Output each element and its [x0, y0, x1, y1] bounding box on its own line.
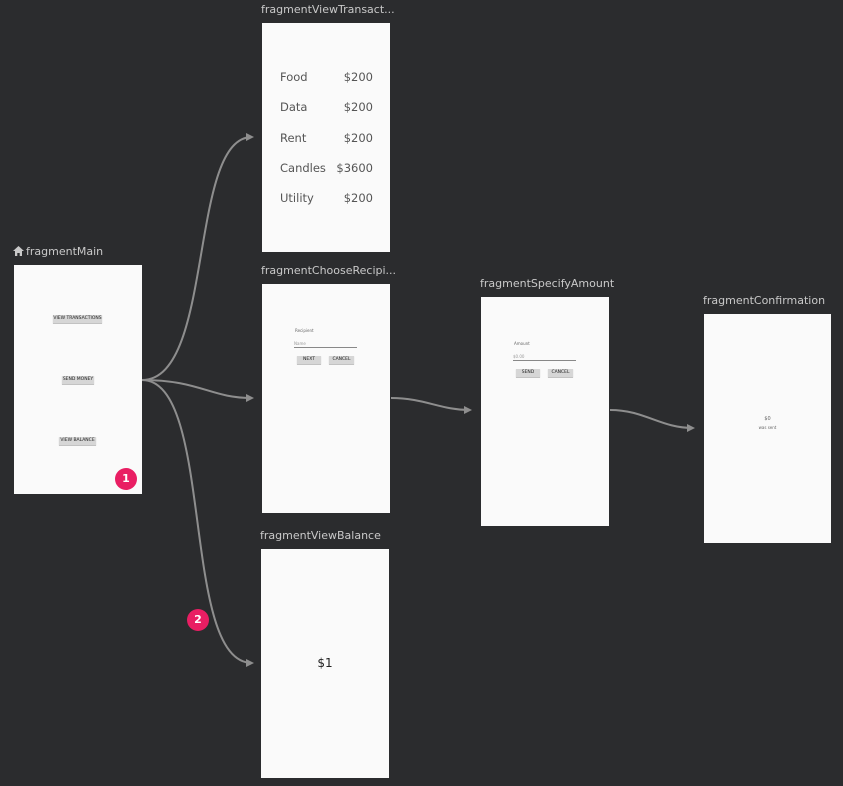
destination-title-confirmation: fragmentConfirmation: [703, 294, 826, 307]
view-transactions-button[interactable]: VIEW TRANSACTIONS: [53, 315, 102, 323]
transaction-row: Food $200: [280, 70, 373, 84]
transaction-label: Data: [280, 100, 308, 114]
transaction-amount: $200: [343, 131, 373, 145]
action-arrow-to-view-balance[interactable]: [141, 379, 254, 667]
transaction-label: Rent: [280, 131, 307, 145]
cancel-button[interactable]: CANCEL: [329, 356, 354, 364]
confirmation-message: was sent: [758, 425, 777, 430]
transaction-label: Candles: [280, 161, 326, 175]
send-button[interactable]: SEND: [516, 369, 540, 377]
destination-title-main: fragmentMain: [13, 245, 103, 258]
amount-input[interactable]: $0.00: [513, 354, 525, 359]
annotation-badge-2: 2: [187, 609, 209, 631]
transaction-label: Utility: [280, 191, 314, 205]
amount-input-underline: [513, 360, 576, 361]
destination-main[interactable]: VIEW TRANSACTIONS SEND MONEY VIEW BALANC…: [14, 265, 142, 494]
transaction-row: Rent $200: [280, 131, 373, 145]
action-arrow-to-specify-amount[interactable]: [390, 397, 472, 414]
recipient-name-input[interactable]: Name: [294, 341, 306, 346]
action-arrow-to-view-transactions[interactable]: [141, 133, 254, 381]
transaction-amount: $200: [343, 70, 373, 84]
annotation-badge-1: 1: [115, 468, 137, 490]
transaction-amount: $200: [343, 100, 373, 114]
amount-label: Amount: [514, 341, 530, 346]
destination-title-main-label: fragmentMain: [26, 245, 104, 258]
destination-title-view-transactions: fragmentViewTransact...: [261, 3, 395, 16]
transaction-row: Utility $200: [280, 191, 373, 205]
action-arrow-to-choose-recipient[interactable]: [141, 379, 254, 402]
destination-view-transactions[interactable]: Food $200 Data $200 Rent $200 Candles $3…: [262, 23, 390, 252]
view-balance-button[interactable]: VIEW BALANCE: [59, 437, 96, 445]
send-money-button[interactable]: SEND MONEY: [62, 376, 94, 384]
destination-title-view-balance: fragmentViewBalance: [260, 529, 381, 542]
destination-confirmation[interactable]: $0 was sent: [704, 314, 831, 543]
transaction-amount: $200: [343, 191, 373, 205]
recipient-input-underline: [294, 347, 357, 348]
destination-choose-recipient[interactable]: Recipient Name NEXT CANCEL: [262, 284, 390, 513]
transaction-row: Candles $3600: [280, 161, 373, 175]
balance-amount: $1: [317, 656, 333, 670]
confirmation-amount: $0: [764, 416, 771, 422]
transaction-amount: $3600: [336, 161, 373, 175]
home-icon: [13, 246, 24, 256]
next-button[interactable]: NEXT: [297, 356, 321, 364]
transaction-label: Food: [280, 70, 308, 84]
destination-title-specify-amount: fragmentSpecifyAmount: [480, 277, 615, 290]
destination-title-choose-recipient: fragmentChooseRecipi...: [261, 264, 397, 277]
destination-specify-amount[interactable]: Amount $0.00 SEND CANCEL: [481, 297, 609, 526]
recipient-label: Recipient: [295, 328, 314, 333]
destination-view-balance[interactable]: $1: [261, 549, 389, 778]
transaction-row: Data $200: [280, 100, 373, 114]
action-arrow-to-confirmation[interactable]: [609, 409, 695, 432]
cancel-button[interactable]: CANCEL: [548, 369, 573, 377]
